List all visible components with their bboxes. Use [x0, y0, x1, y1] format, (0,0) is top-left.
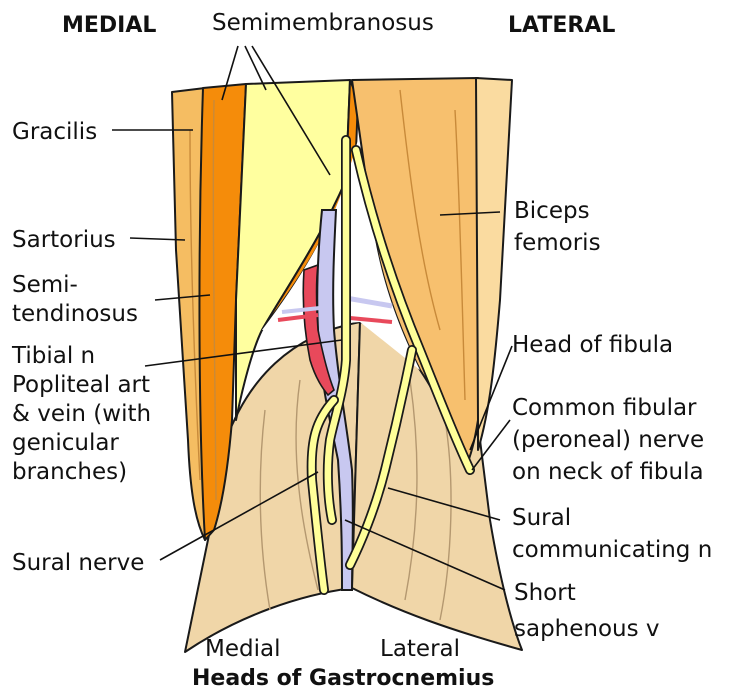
label-common-fibular-line2: (peroneal) nerve [512, 427, 704, 453]
diagram-caption: Heads of Gastrocnemius [192, 666, 494, 691]
label-sural-nerve: Sural nerve [12, 550, 144, 576]
label-head-fibula: Head of fibula [512, 332, 673, 358]
label-popliteal-line4: branches) [12, 459, 127, 485]
label-popliteal-line2: & vein (with [12, 401, 151, 427]
label-common-fibular-line3: on neck of fibula [512, 459, 704, 485]
lateral-header: LATERAL [508, 13, 615, 38]
label-tibial-n: Tibial n [11, 343, 95, 369]
label-sural-comm-line2: communicating n [512, 537, 712, 563]
label-sural-comm-line1: Sural [512, 505, 571, 531]
label-medial-head: Medial [205, 636, 280, 662]
label-biceps-line1: Biceps [514, 198, 590, 224]
label-semitendinosus-line2: tendinosus [12, 301, 138, 327]
label-short-saph-line1: Short [514, 580, 576, 606]
label-semimembranosus: Semimembranosus [212, 10, 434, 36]
label-short-saph-line2: saphenous v [514, 616, 660, 642]
label-semitendinosus-line1: Semi- [12, 272, 78, 298]
label-common-fibular-line1: Common fibular [512, 395, 697, 421]
label-sartorius: Sartorius [12, 227, 116, 253]
label-biceps-line2: femoris [514, 230, 601, 256]
biceps-femoris-lateral-strip [476, 78, 512, 450]
label-gracilis: Gracilis [12, 119, 97, 145]
label-lateral-head: Lateral [380, 636, 460, 662]
medial-header: MEDIAL [62, 13, 156, 38]
label-popliteal-line3: genicular [12, 430, 119, 456]
label-popliteal-line1: Popliteal art [12, 372, 150, 398]
